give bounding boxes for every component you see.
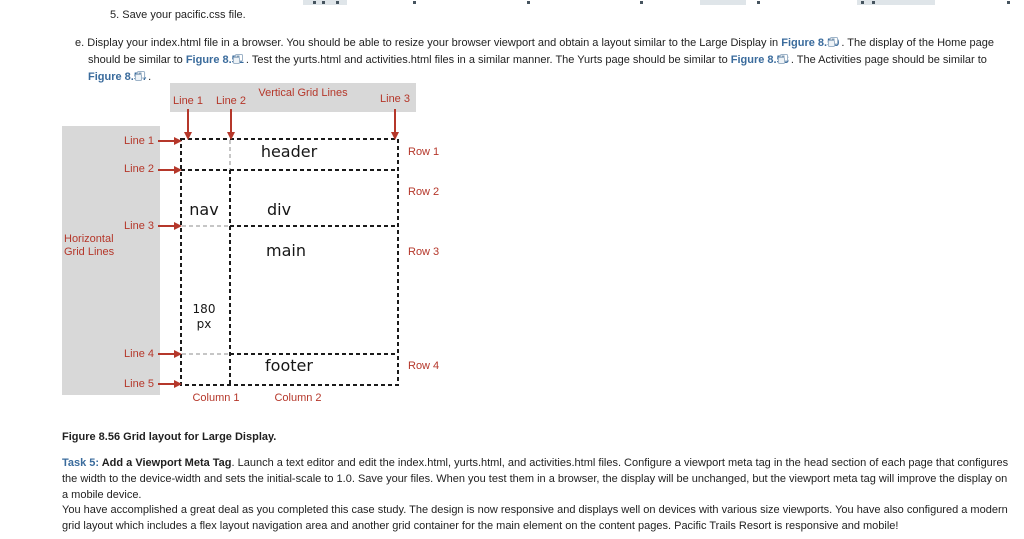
grid-lines-faint [182,140,231,355]
horizontal-grid-lines-panel [62,126,160,395]
clipped-glyph [313,1,316,4]
vertical-grid-lines-title: Vertical Grid Lines [258,87,348,99]
row-3-label: Row 3 [408,246,440,258]
clipped-glyph [861,1,864,4]
figure-8-50-link[interactable]: Figure 8.50 [781,37,841,49]
column-1-label: Column 1 [192,392,240,404]
figure-8-53-link[interactable]: Figure 8.53 [731,54,791,66]
horizontal-line-4-label: Line 4 [124,348,154,360]
horizontal-line-1-label: Line 1 [124,135,154,147]
clipped-highlight [700,0,746,5]
task-5-paragraph: Task 5: Add a Viewport Meta Tag. Launch … [62,455,1015,503]
item-e-text-4: . The Activities page should be similar … [790,54,987,66]
vertical-grid-lines-panel [170,83,416,112]
figure-8-51-link[interactable]: Figure 8.51 [186,54,246,66]
row-4-label: Row 4 [408,360,440,372]
horizontal-line-3-label: Line 3 [124,220,154,232]
vertical-line-3-label: Line 3 [380,93,410,105]
figure-link-label[interactable]: Figure 8.50 [781,37,840,49]
item-e-text-3: . Test the yurts.html and activities.htm… [245,54,731,66]
column-1-width-label: 180 px [192,302,216,331]
clipped-glyph [322,1,325,4]
horizontal-line-5-label: Line 5 [124,378,154,390]
row-2-label: Row 2 [408,186,440,198]
grid-lines [180,138,399,386]
horizontal-line-2-label: Line 2 [124,163,154,175]
task-5-body: . Launch a text editor and edit the inde… [62,457,1009,501]
nav-area-label: nav [189,200,219,219]
column-2-label: Column 2 [274,392,322,404]
clipped-glyph [640,1,643,4]
list-item-e: e. Display your index.html file in a bro… [75,35,1024,86]
figure-link-label[interactable]: Figure 8.51 [185,54,244,66]
task-5-title: Add a Viewport Meta Tag [99,457,232,469]
main-area-label: main [266,241,306,260]
clipped-glyph [1007,1,1010,4]
figure-link-label[interactable]: Figure 8.54 [88,71,147,83]
item-e-text-2: . The display of the Home page should be… [88,37,994,66]
clipped-highlight [303,0,347,5]
footer-area-label: footer [265,356,313,375]
clipped-glyph [872,1,875,4]
div-area-label: div [266,200,292,219]
vertical-line-2-label: Line 2 [216,95,246,107]
horizontal-grid-lines-title: Horizontal Grid Lines [64,233,115,258]
vertical-line-1-label: Line 1 [173,95,203,107]
item-e-marker: e. [75,37,85,49]
figure-caption: Figure 8.56 Grid layout for Large Displa… [62,431,277,443]
clipped-glyph [527,1,530,4]
header-area-label: header [260,142,318,161]
grid-diagram-canvas [158,109,399,388]
clipped-glyph [757,1,760,4]
page-top-clipped-line [0,0,1024,6]
figure-8-54-link[interactable]: Figure 8.54 [88,71,148,83]
figure-link-label[interactable]: Figure 8.53 [730,54,789,66]
step-5-text: 5. Save your pacific.css file. [110,9,246,21]
red-arrows [158,109,399,388]
task-5-label: Task 5: [62,457,100,469]
row-1-label: Row 1 [408,146,440,158]
clipped-glyph [413,1,416,4]
item-e-text-1: Display your index.html file in a browse… [87,37,782,49]
clipped-glyph [336,1,339,4]
grid-diagram-figure: Line 1 Line 2 Vertical Grid Lines Line 3… [62,83,462,415]
clipped-highlight [857,0,935,5]
item-e-text-5: . [148,71,152,83]
closing-paragraph: You have accomplished a great deal as yo… [62,504,1008,532]
